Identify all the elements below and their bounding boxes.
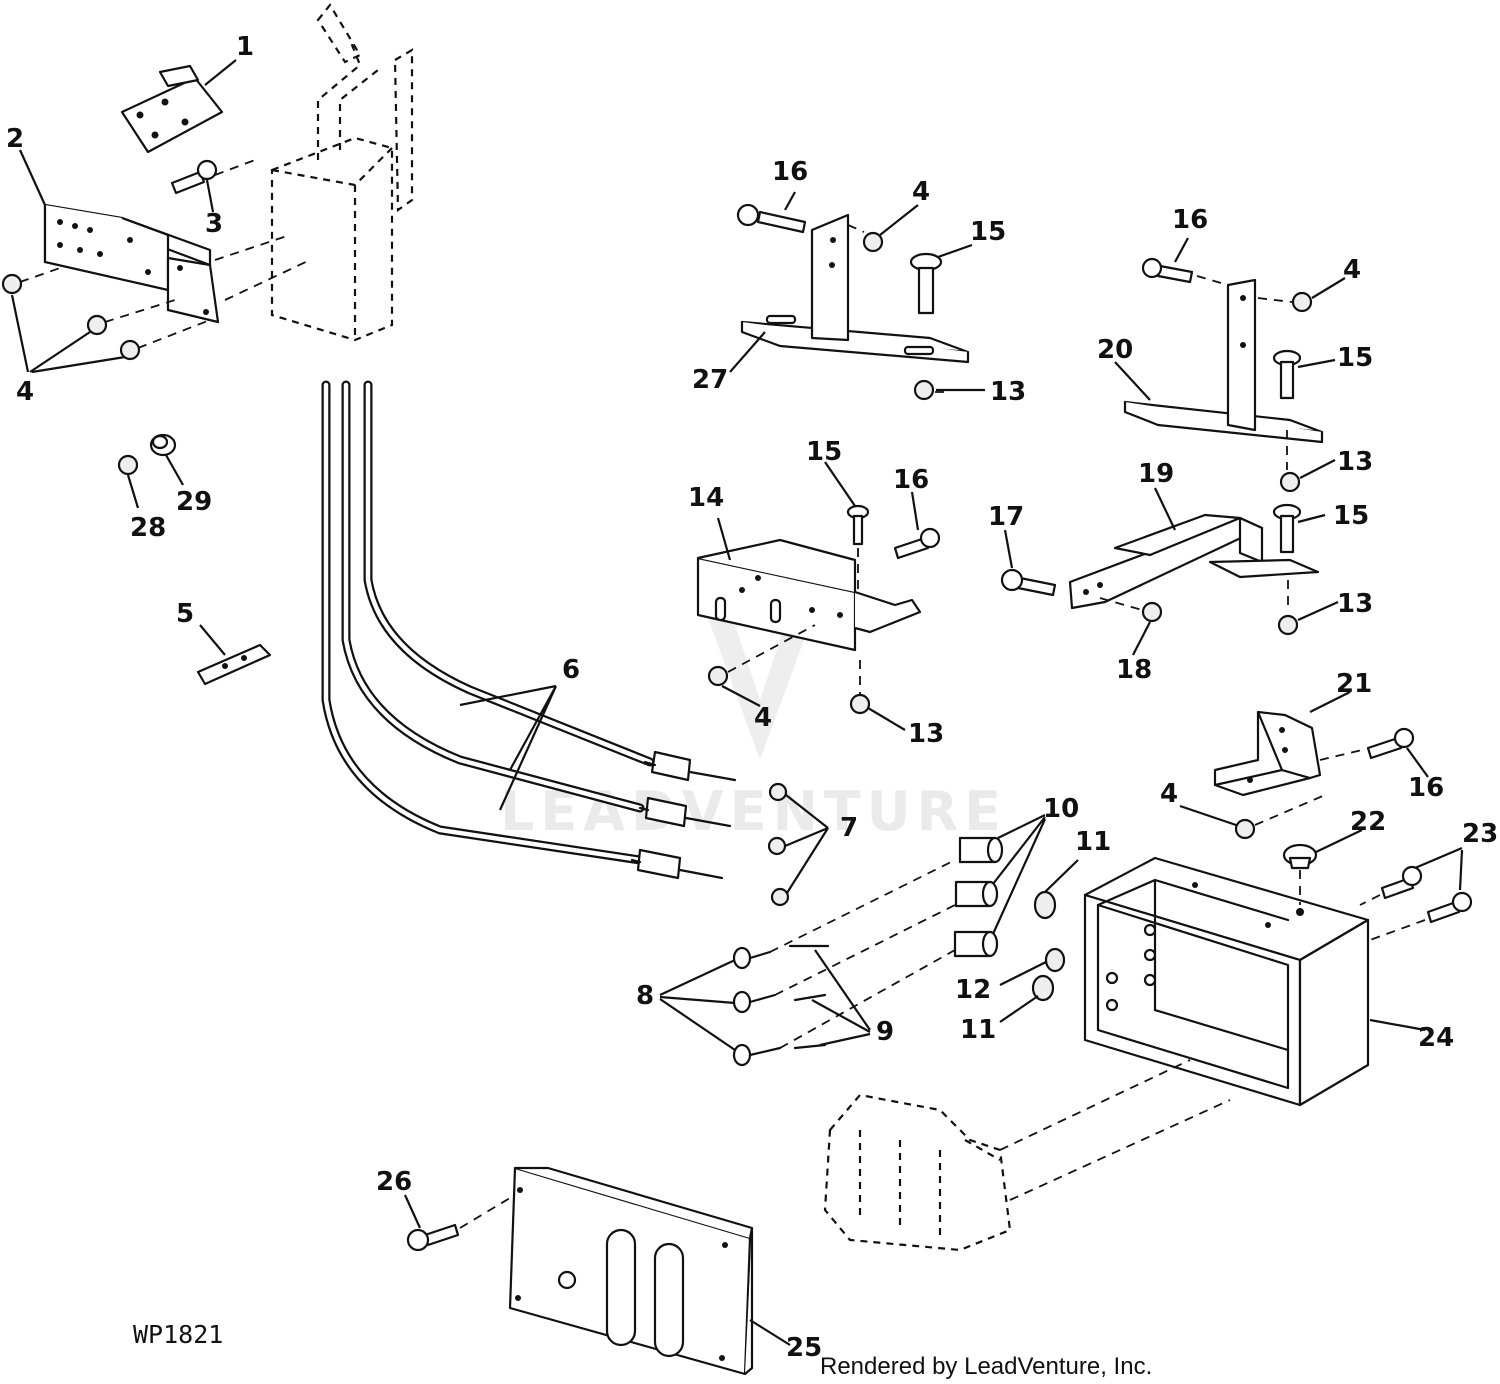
callout-6: 6 [562,655,580,685]
callout-13-c: 13 [1337,589,1373,619]
callout-28: 28 [130,513,166,543]
part-25-cover [508,1166,754,1376]
callout-16-a: 16 [772,157,808,187]
part-7-nuts [767,782,790,907]
part-29-bushing [149,433,177,457]
part-10-spacers [953,836,1004,958]
part-21-bracket [1213,710,1322,797]
part-9-cotter-pins [788,944,830,1050]
callout-15-a: 15 [970,217,1006,247]
callout-16-b: 16 [1172,205,1208,235]
callout-3: 3 [205,209,223,239]
callout-22: 22 [1350,807,1386,837]
part-13-nut-c [1277,614,1299,636]
part-5-strap [196,643,272,686]
part-16-bolt-c [893,527,941,560]
callout-16-d: 16 [1408,773,1444,803]
part-23-bolts [1380,865,1473,924]
part-13-nut-d [849,693,871,715]
callout-5: 5 [176,599,194,629]
drawing-code: WP1821 [133,1320,223,1349]
part-15-carriage-bolt-a [909,252,943,315]
part-13-nut-b [1279,471,1301,493]
callouts: 1 2 3 4 28 29 5 6 7 8 9 10 11 12 11 16 4… [6,32,1498,1363]
part-15-carriage-bolt-c [1272,503,1302,554]
part-14-bracket [696,538,922,652]
part-12-washer [1044,947,1066,973]
callout-29: 29 [176,487,212,517]
part-28-nut [117,454,139,476]
callout-23: 23 [1462,819,1498,849]
part-15-carriage-bolt-b [1272,349,1302,400]
part-4-nut-c [707,665,729,687]
callout-4-b: 4 [1343,255,1361,285]
part-4-nut-a [862,231,884,253]
part-16-bolt-a [736,203,807,234]
callout-7: 7 [840,813,858,843]
leader-lines [10,59,1464,1346]
part-22-plug [1282,843,1318,870]
callout-9: 9 [876,1017,894,1047]
callout-4-d: 4 [1160,779,1178,809]
part-19-bracket [1068,513,1320,610]
part-16-bolt-d [1366,727,1415,760]
callout-24: 24 [1418,1023,1454,1053]
part-16-bolt-b [1141,257,1194,284]
part-20-bracket [1123,278,1324,444]
callout-15-b: 15 [1337,343,1373,373]
callout-4-c: 4 [754,703,772,733]
callout-19: 19 [1138,459,1174,489]
part-13-nut-a [913,379,935,401]
control-valve-outline [823,1059,1231,1252]
callout-1: 1 [236,32,254,62]
part-8-pins [732,946,782,1067]
part-1-plate [120,64,224,154]
part-11-washers [1031,890,1057,1002]
callout-18: 18 [1116,655,1152,685]
callout-27: 27 [692,365,728,395]
part-15-carriage-bolt-d [846,504,870,546]
part-24-box [1083,856,1370,1107]
part-18-nut [1141,601,1163,623]
callout-12: 12 [955,975,991,1005]
part-3-bolt [170,159,218,195]
callout-20: 20 [1097,335,1133,365]
callout-17: 17 [988,502,1024,532]
callout-25: 25 [786,1333,822,1363]
part-27-bracket [740,213,970,364]
callout-10: 10 [1043,794,1079,824]
callout-15-c: 15 [1333,501,1369,531]
callout-2: 2 [6,124,24,154]
callout-26: 26 [376,1167,412,1197]
part-4-nuts-left [1,273,141,361]
callout-8: 8 [636,981,654,1011]
callout-21: 21 [1336,669,1372,699]
part-2-bracket [43,203,220,324]
callout-13-b: 13 [1337,447,1373,477]
callout-13-d: 13 [908,719,944,749]
part-4-nut-b [1291,291,1313,313]
callout-15-d: 15 [806,437,842,467]
callout-16-c: 16 [893,465,929,495]
part-6-cables [321,380,737,880]
callout-11-top: 11 [1075,827,1111,857]
callout-4-a: 4 [912,177,930,207]
callout-14: 14 [688,483,724,513]
part-26-bolt [406,1223,460,1252]
render-credit: Rendered by LeadVenture, Inc. [820,1353,1152,1380]
callout-11-bottom: 11 [960,1015,996,1045]
part-4-nut-d [1234,818,1256,840]
control-tower-outline [270,3,414,342]
part-17-bolt [1000,568,1057,597]
callout-4-left: 4 [16,377,34,407]
callout-13-a: 13 [990,377,1026,407]
